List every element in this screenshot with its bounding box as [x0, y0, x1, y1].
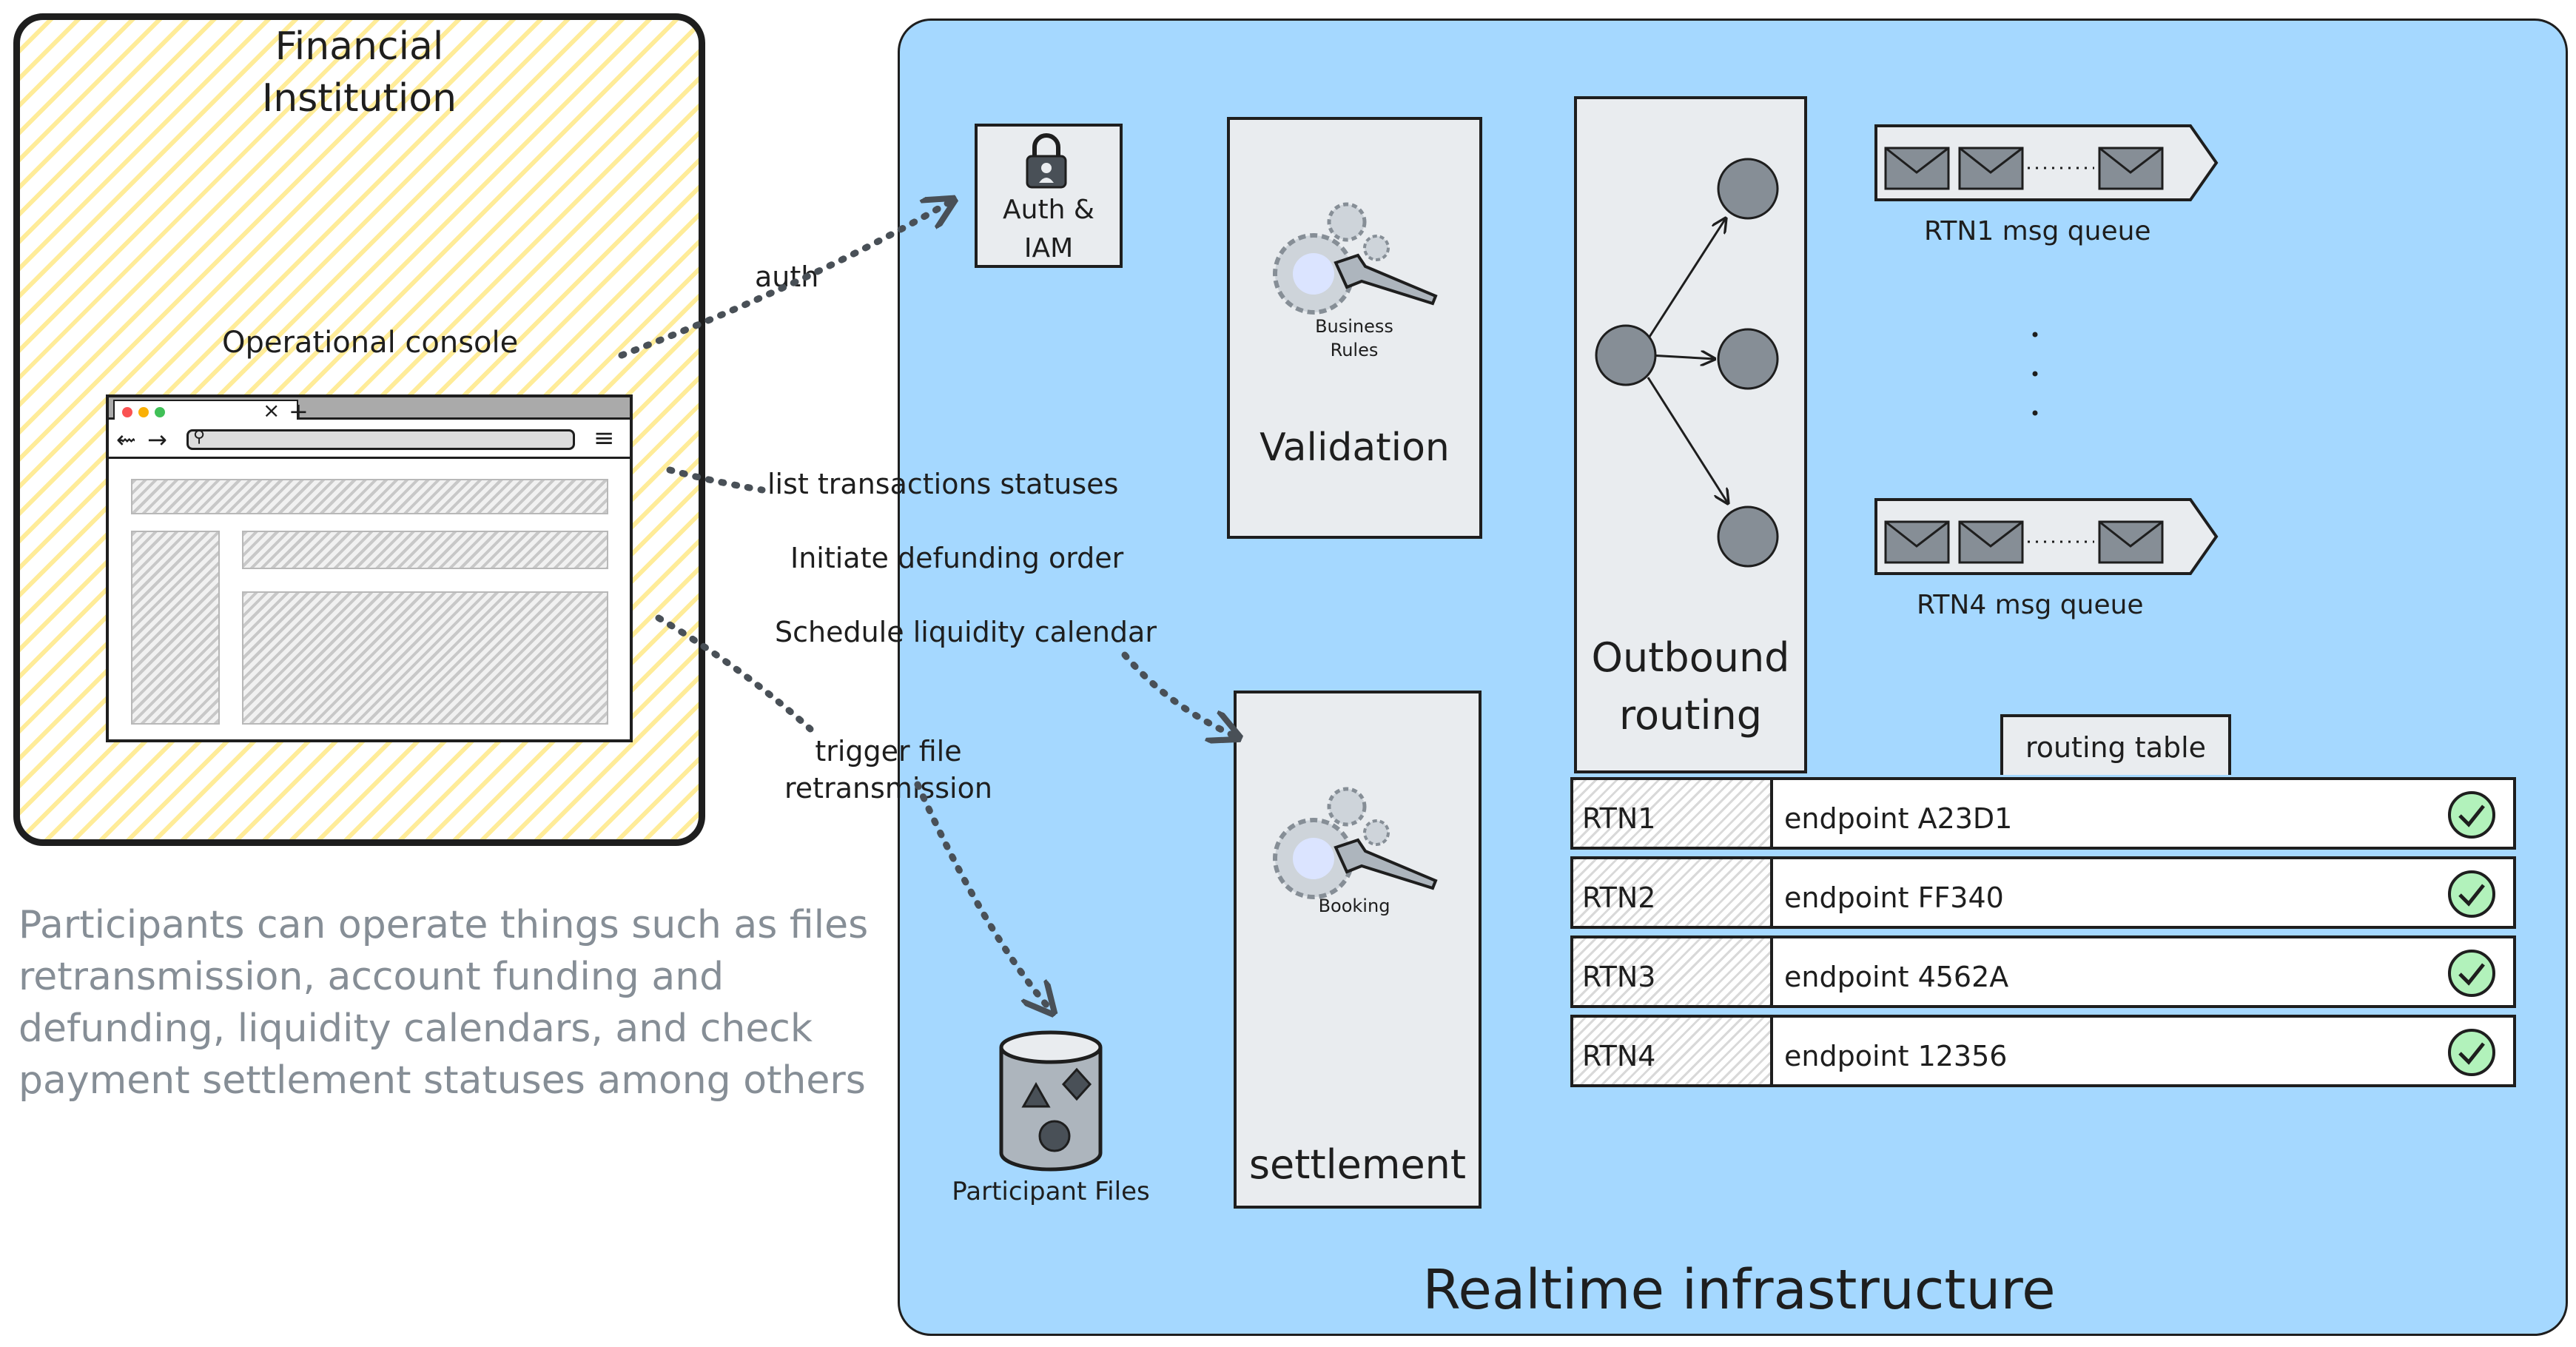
- validation-box: [1227, 117, 1482, 539]
- maximize-dot-icon: [155, 407, 165, 417]
- realtime-infrastructure-title: Realtime infrastructure: [1422, 1258, 2056, 1322]
- routing-table: RTN1 endpoint A23D1 RTN2 endpoint FF340 …: [1570, 777, 2516, 1094]
- gear-wrench-icon: [1273, 787, 1438, 899]
- table-row: RTN4 endpoint 12356: [1570, 1015, 2516, 1087]
- tab-close-icon[interactable]: ×: [263, 398, 280, 423]
- browser-window: × + ⇜ → ⚲ ≡: [106, 394, 633, 742]
- search-icon: ⚲: [193, 428, 206, 446]
- routing-graph: [1595, 158, 1779, 568]
- destination-node: [1717, 158, 1779, 220]
- route-endpoint: endpoint A23D1: [1784, 802, 2013, 835]
- outbound-routing-label: Outbound routing: [1591, 634, 1790, 739]
- rtn1-queue-icon: [1874, 124, 2219, 201]
- financial-institution-title: Financial Institution: [261, 24, 457, 121]
- liquidity-calendar-operation-label: Schedule liquidity calendar: [775, 616, 1157, 648]
- checkmark-icon: [2448, 950, 2495, 997]
- route-endpoint: endpoint FF340: [1784, 881, 2004, 914]
- content-placeholder: [242, 591, 608, 725]
- address-bar[interactable]: ⚲: [186, 428, 575, 450]
- defunding-operation-label: Initiate defunding order: [790, 542, 1124, 574]
- ellipsis-dots: [2032, 332, 2038, 416]
- route-key: RTN1: [1573, 780, 1773, 847]
- route-key: RTN3: [1573, 938, 1773, 1005]
- lock-icon: [1026, 133, 1067, 189]
- new-tab-icon[interactable]: +: [289, 397, 309, 426]
- toolbar-placeholder: [242, 531, 608, 569]
- browser-address-row: ⇜ → ⚲ ≡: [109, 422, 630, 459]
- gear-wrench-icon: [1273, 202, 1438, 315]
- route-endpoint: endpoint 4562A: [1784, 961, 2009, 993]
- rtn1-queue-label: RTN1 msg queue: [1924, 216, 2151, 246]
- business-rules-label: Business Rules: [1315, 316, 1393, 360]
- table-row: RTN2 endpoint FF340: [1570, 856, 2516, 929]
- rtn4-queue-icon: [1874, 498, 2219, 575]
- retransmission-operation-label: trigger file retransmission: [784, 735, 992, 804]
- checkmark-icon: [2448, 1029, 2495, 1076]
- browser-tab-bar: × +: [109, 397, 630, 426]
- list-statuses-operation-label: list transactions statuses: [767, 468, 1119, 500]
- table-row: RTN3 endpoint 4562A: [1570, 935, 2516, 1008]
- sidebar-placeholder: [131, 531, 220, 725]
- operational-console-label: Operational console: [222, 326, 519, 360]
- close-dot-icon: [122, 407, 132, 417]
- checkmark-icon: [2448, 870, 2495, 918]
- participants-note: Participants can operate things such as …: [19, 903, 869, 1103]
- router-node: [1595, 324, 1657, 386]
- checkmark-icon: [2448, 791, 2495, 839]
- routing-table-title: routing table: [2000, 714, 2231, 775]
- route-key: RTN4: [1573, 1018, 1773, 1084]
- forward-arrow-icon[interactable]: →: [147, 426, 167, 454]
- validation-label: Validation: [1260, 426, 1450, 470]
- hamburger-menu-icon[interactable]: ≡: [593, 423, 615, 453]
- settlement-box: [1234, 691, 1482, 1209]
- browser-tab[interactable]: × +: [113, 397, 309, 426]
- route-endpoint: endpoint 12356: [1784, 1040, 2008, 1072]
- rtn4-queue-label: RTN4 msg queue: [1917, 590, 2144, 620]
- auth-iam-label: Auth & IAM: [1003, 195, 1094, 263]
- table-row: RTN1 endpoint A23D1: [1570, 777, 2516, 850]
- minimize-dot-icon: [138, 407, 149, 417]
- destination-node: [1717, 328, 1779, 390]
- booking-label: Booking: [1318, 896, 1390, 916]
- auth-iam-box: [975, 124, 1123, 268]
- database-icon: [999, 1030, 1103, 1172]
- back-arrow-icon[interactable]: ⇜: [116, 426, 136, 454]
- destination-node: [1717, 505, 1779, 568]
- route-key: RTN2: [1573, 859, 1773, 926]
- settlement-label: settlement: [1248, 1141, 1467, 1188]
- page-header-placeholder: [131, 479, 608, 514]
- auth-operation-label: auth: [755, 261, 819, 293]
- participant-files-label: Participant Files: [952, 1177, 1150, 1206]
